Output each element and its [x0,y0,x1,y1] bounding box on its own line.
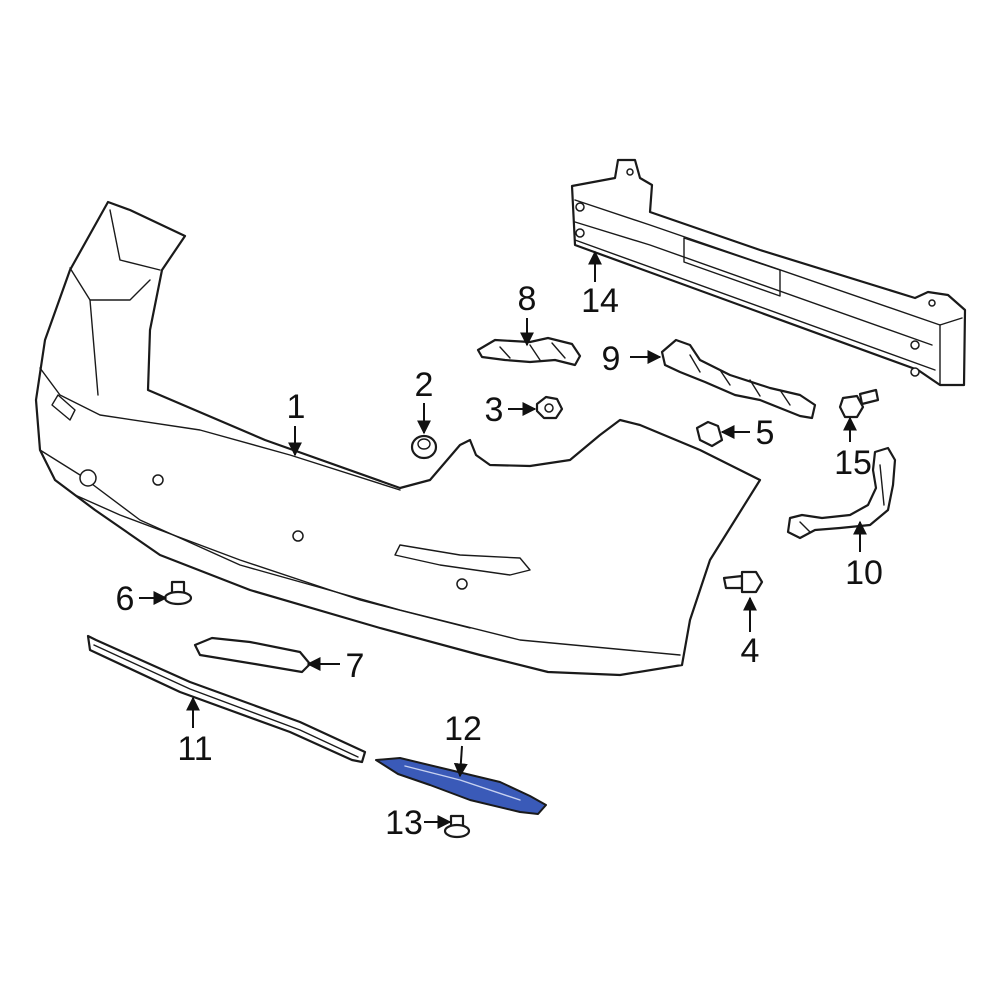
callout-4[interactable]: 4 [741,632,760,670]
callout-9[interactable]: 9 [602,340,621,378]
leader-12 [453,745,468,778]
part-nut-3[interactable] [535,395,564,420]
callout-12[interactable]: 12 [444,710,482,748]
part-push-clip-6[interactable] [163,580,193,606]
callout-14[interactable]: 14 [581,282,619,320]
callout-1[interactable]: 1 [287,388,306,426]
part-side-bracket-9[interactable] [660,338,817,420]
callout-15[interactable]: 15 [834,444,872,482]
callout-10[interactable]: 10 [845,554,883,592]
part-lower-molding-11[interactable] [86,634,367,764]
callout-5[interactable]: 5 [756,414,775,452]
callout-3[interactable]: 3 [485,391,504,429]
part-bolt-2[interactable] [410,434,438,460]
part-bumper-cover[interactable] [34,200,762,677]
callout-2[interactable]: 2 [415,366,434,404]
callout-8[interactable]: 8 [518,280,537,318]
callout-6[interactable]: 6 [116,580,135,618]
part-push-clip-13[interactable] [443,814,471,839]
part-reflector-7[interactable] [193,636,312,674]
callout-labels: 1 2 3 4 5 6 7 8 9 10 11 12 13 14 15 [116,280,883,842]
part-bracket-8[interactable] [476,336,582,367]
part-reinforcement-bar[interactable] [570,158,967,387]
leader-lines [139,250,867,829]
part-bolt-15[interactable] [838,388,880,419]
part-clip-5[interactable] [695,420,724,448]
callout-7[interactable]: 7 [346,647,365,685]
callout-13[interactable]: 13 [385,804,423,842]
part-side-bracket-10[interactable] [786,446,897,540]
part-lower-trim-12[interactable] [375,757,547,815]
callout-11[interactable]: 11 [177,730,212,768]
part-bolt-4[interactable] [722,570,764,594]
